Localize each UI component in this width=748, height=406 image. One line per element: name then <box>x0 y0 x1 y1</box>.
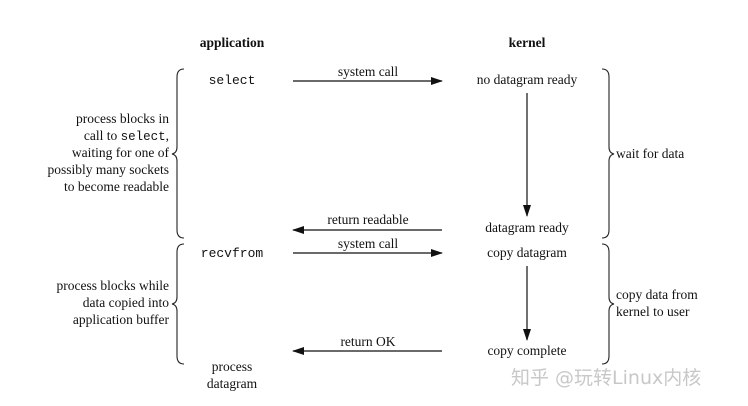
note-line: waiting for one of <box>72 145 170 160</box>
select-block-note: process blocks in call to select, waitin… <box>48 111 170 194</box>
copy-datagram: copy datagram <box>487 245 567 260</box>
note-line: process blocks while <box>57 278 169 293</box>
note-line: to become readable <box>64 179 169 194</box>
note-line: process blocks in <box>76 111 169 126</box>
system-call-label-2: system call <box>338 236 399 251</box>
note-line: call to select, <box>84 128 169 144</box>
application-header: application <box>200 35 265 50</box>
copy-note-line: kernel to user <box>616 304 690 319</box>
kernel-header: kernel <box>509 35 546 50</box>
select-call: select <box>209 73 256 88</box>
process-label: process <box>212 359 253 374</box>
note-line: application buffer <box>73 312 170 327</box>
no-datagram-ready: no datagram ready <box>477 72 578 87</box>
copy-brace <box>601 243 615 365</box>
copy-complete: copy complete <box>487 343 566 358</box>
wait-brace <box>601 68 615 239</box>
system-call-label-1: system call <box>338 64 399 79</box>
wait-for-data-note: wait for data <box>616 146 684 161</box>
watermark: 知乎 @玩转Linux内核 <box>511 367 701 389</box>
datagram-label: datagram <box>207 376 258 391</box>
return-readable-label: return readable <box>327 212 408 227</box>
datagram-ready: datagram ready <box>485 220 569 235</box>
recvfrom-call: recvfrom <box>201 246 264 261</box>
note-line: possibly many sockets <box>48 162 170 177</box>
recv-block-brace <box>171 243 185 365</box>
return-ok-label: return OK <box>340 334 395 349</box>
recv-block-note: process blocks while data copied into ap… <box>57 278 170 327</box>
copy-note-line: copy data from <box>616 287 698 302</box>
note-line: data copied into <box>83 295 169 310</box>
select-block-brace <box>171 68 185 239</box>
